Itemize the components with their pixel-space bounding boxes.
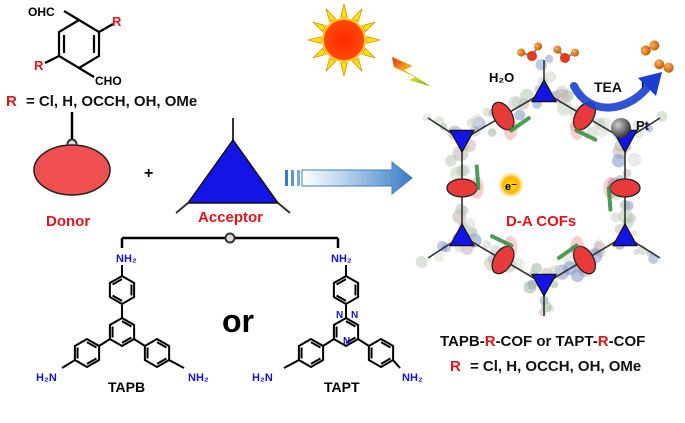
r-list-right: = Cl, H, OCCH, OH, OMe: [470, 358, 641, 375]
cof-product-part3: -COF: [609, 333, 646, 350]
cof-product-r1: R: [485, 333, 496, 350]
hydrogen-molecules-icon: [640, 40, 674, 73]
cof-product-r2: R: [598, 333, 609, 350]
or-label: or: [222, 303, 254, 339]
r-sub-bottom: R: [34, 58, 44, 73]
electron-icon: [498, 172, 524, 198]
acceptor-triangle: [175, 118, 291, 214]
cho-bottom-label: CHO: [95, 74, 122, 88]
tapb-left-h2n: H₂N: [36, 372, 57, 384]
light-bolt-icon: [391, 56, 431, 87]
tapb-structure: [61, 265, 185, 369]
sun-icon: [307, 3, 381, 77]
amine-bracket-node: [224, 232, 236, 244]
tapb-top-nh2: NH₂: [116, 253, 137, 265]
reaction-arrow: [285, 160, 413, 196]
plus-sign: +: [144, 165, 153, 182]
donor-ellipse: [33, 144, 111, 196]
h2o-label: H₂O: [489, 70, 514, 85]
triazine-n-bottom: N: [343, 336, 350, 347]
r-sub-top: R: [112, 14, 122, 29]
acceptor-label: Acceptor: [198, 209, 263, 226]
tapt-label: TAPT: [324, 379, 360, 395]
tea-label: TEA: [594, 79, 622, 95]
donor-label: Donor: [46, 213, 90, 230]
pt-label: Pt: [636, 118, 650, 133]
tea-arrow: [570, 72, 662, 112]
pt-particle-icon: [611, 118, 631, 138]
cof-name-label: D-A COFs: [506, 213, 576, 230]
tapb-label: TAPB: [108, 379, 145, 395]
cof-product-line: TAPB-R-COF or TAPT-R-COF: [440, 333, 645, 350]
tapt-left-h2n: H₂N: [252, 372, 273, 384]
r-label-left: R: [6, 93, 17, 110]
dialdehyde-structure: [44, 10, 114, 78]
tapt-top-nh2: NH₂: [331, 253, 352, 265]
tapt-right-nh2: NH₂: [402, 372, 423, 384]
r-list-left: = Cl, H, OCCH, OH, OMe: [26, 93, 197, 110]
tapb-right-nh2: NH₂: [188, 372, 209, 384]
water-molecules-icon: [517, 42, 580, 63]
electron-label: e⁻: [505, 181, 517, 193]
cho-top-label: OHC: [28, 5, 55, 19]
triazine-n-top-right: N: [351, 310, 358, 321]
cof-product-part1: TAPB-: [440, 333, 485, 350]
triazine-n-top-left: N: [336, 310, 343, 321]
cof-network: [415, 54, 668, 317]
cof-product-part2: -COF or TAPT-: [496, 333, 598, 350]
r-label-right: R: [450, 358, 461, 375]
tapt-structure: [283, 265, 401, 369]
